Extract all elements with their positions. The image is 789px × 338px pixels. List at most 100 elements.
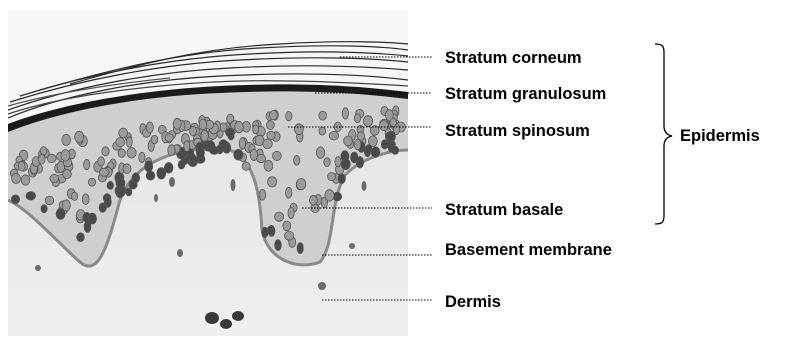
nucleus xyxy=(98,157,105,166)
nucleus xyxy=(263,139,273,149)
nucleus xyxy=(12,173,21,183)
nucleus xyxy=(184,141,190,152)
nucleus xyxy=(262,227,268,237)
nucleus xyxy=(75,131,84,143)
nucleus xyxy=(235,121,244,132)
nucleus xyxy=(268,177,277,187)
nucleus xyxy=(63,170,72,179)
nucleus xyxy=(365,145,372,154)
label-stratum-basale: Stratum basale xyxy=(445,200,563,220)
nucleus xyxy=(168,145,175,156)
nucleus xyxy=(99,168,109,176)
nucleus xyxy=(18,161,25,171)
nucleus xyxy=(371,147,380,157)
nucleus xyxy=(270,111,278,120)
nucleus xyxy=(264,160,273,171)
nucleus xyxy=(77,233,85,242)
nucleus xyxy=(56,209,65,220)
nucleus xyxy=(344,136,353,146)
nucleus xyxy=(165,134,173,142)
nucleus xyxy=(99,203,106,212)
nucleus xyxy=(62,134,71,145)
nucleus xyxy=(284,231,293,240)
nucleus xyxy=(239,138,245,150)
nucleus xyxy=(88,213,96,224)
nucleus xyxy=(242,162,250,170)
nucleus xyxy=(71,192,77,200)
nucleus xyxy=(11,195,19,204)
nucleus xyxy=(82,194,89,205)
nucleus xyxy=(146,122,153,133)
nucleus xyxy=(275,240,282,251)
nucleus xyxy=(342,108,348,119)
nucleus xyxy=(234,149,243,160)
nucleus xyxy=(190,126,197,136)
nucleus xyxy=(189,156,197,164)
nucleus xyxy=(341,159,350,170)
nucleus xyxy=(392,146,399,154)
nucleus xyxy=(196,147,204,158)
nucleus xyxy=(328,173,336,181)
nucleus xyxy=(220,140,227,150)
nucleus xyxy=(50,174,59,182)
label-epidermis: Epidermis xyxy=(680,126,760,146)
nucleus xyxy=(297,243,303,254)
nucleus xyxy=(151,135,158,144)
nucleus xyxy=(324,158,330,167)
nucleus xyxy=(286,112,292,121)
nucleus xyxy=(335,157,341,167)
nucleus xyxy=(267,131,275,140)
nucleus xyxy=(319,111,327,120)
nucleus xyxy=(325,190,334,201)
nucleus xyxy=(84,159,90,169)
nucleus xyxy=(199,119,207,130)
nucleus xyxy=(275,212,284,221)
nucleus xyxy=(316,147,324,158)
nucleus xyxy=(354,139,361,150)
nucleus xyxy=(107,181,113,189)
epidermis-bracket xyxy=(655,44,672,224)
nucleus xyxy=(273,151,282,160)
nucleus xyxy=(390,118,396,127)
nucleus xyxy=(116,189,124,198)
nucleus xyxy=(388,131,396,142)
nucleus xyxy=(40,147,47,155)
nucleus xyxy=(310,195,318,205)
nucleus xyxy=(127,148,136,158)
nucleus xyxy=(39,154,46,164)
nucleus xyxy=(118,149,125,158)
nucleus xyxy=(126,137,132,147)
nucleus xyxy=(338,174,345,184)
nucleus xyxy=(286,187,292,198)
nucleus xyxy=(26,192,36,200)
nucleus xyxy=(329,131,338,140)
nucleus xyxy=(354,114,360,123)
nucleus xyxy=(253,125,259,134)
nucleus xyxy=(145,161,153,172)
nucleus xyxy=(288,207,294,218)
nucleus xyxy=(45,196,54,205)
nucleus xyxy=(363,116,372,127)
label-stratum-granulosum: Stratum granulosum xyxy=(445,84,606,104)
nucleus xyxy=(88,178,95,186)
nucleus xyxy=(178,160,185,169)
nucleus xyxy=(381,140,387,149)
nucleus xyxy=(351,152,358,163)
nucleus xyxy=(357,132,364,140)
nucleus xyxy=(41,205,47,213)
label-stratum-spinosum: Stratum spinosum xyxy=(445,121,590,141)
nucleus xyxy=(210,146,219,154)
label-dermis: Dermis xyxy=(445,292,501,312)
nucleus xyxy=(146,171,155,180)
label-stratum-corneum: Stratum corneum xyxy=(445,48,582,68)
nucleus xyxy=(47,154,56,162)
nucleus xyxy=(319,127,326,135)
nucleus xyxy=(201,130,209,141)
nucleus xyxy=(116,138,125,147)
nucleus xyxy=(123,164,131,174)
nucleus xyxy=(370,126,379,136)
nucleus xyxy=(297,179,306,190)
nucleus xyxy=(173,118,181,129)
nucleus xyxy=(139,152,145,162)
nucleus xyxy=(164,163,173,174)
